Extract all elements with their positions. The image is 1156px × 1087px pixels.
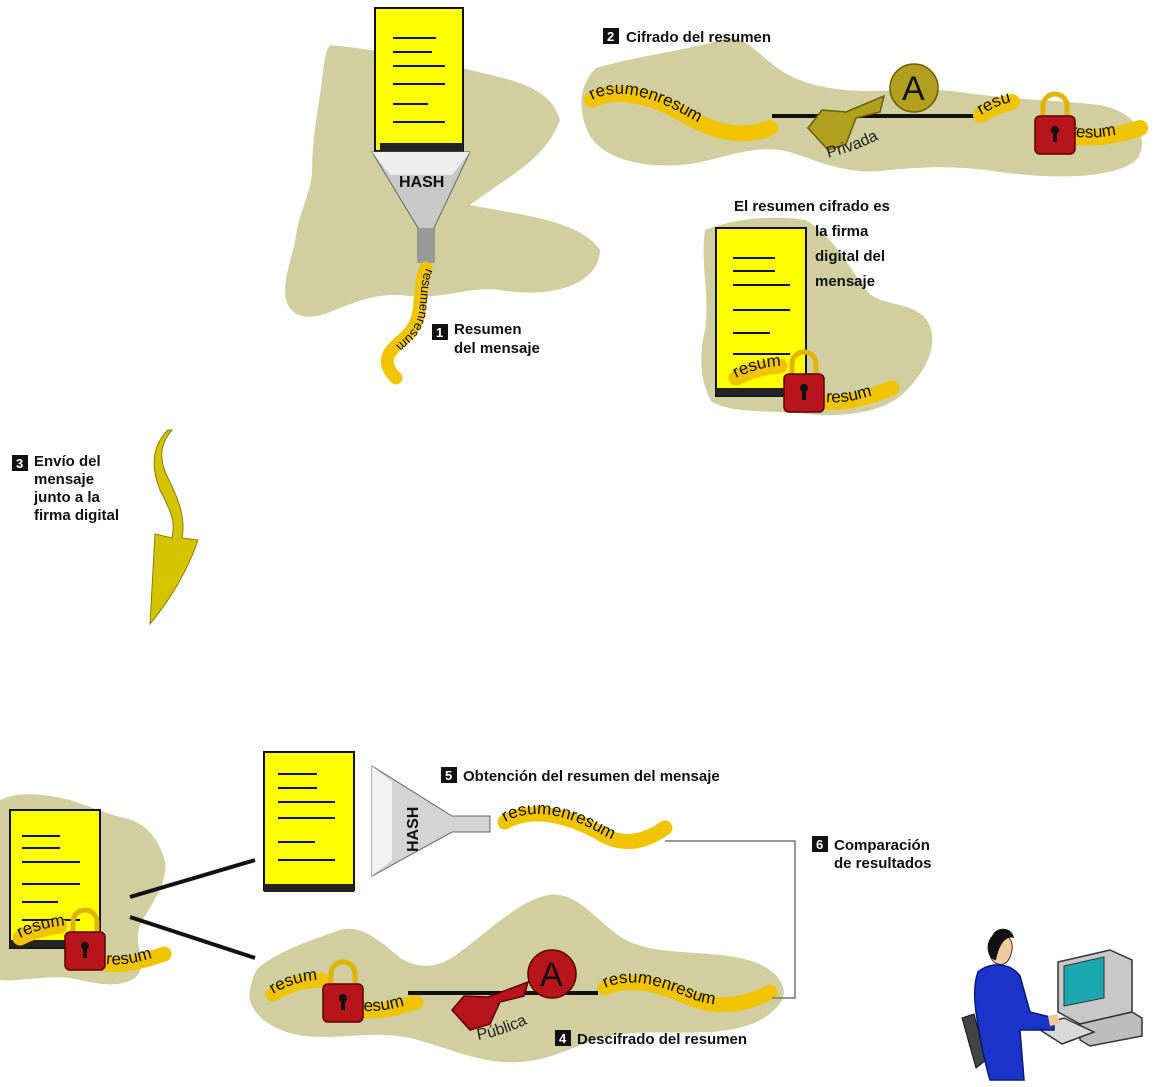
svg-text:Resumen: Resumen bbox=[454, 321, 522, 338]
key-letter: A bbox=[540, 956, 563, 994]
svg-text:junto a la: junto a la bbox=[33, 489, 100, 506]
svg-text:firma digital: firma digital bbox=[34, 507, 119, 524]
person-figure bbox=[975, 929, 1060, 1080]
svg-text:El resumen cifrado es: El resumen cifrado es bbox=[734, 198, 890, 215]
original-document bbox=[375, 8, 463, 151]
hash-label: HASH bbox=[399, 174, 444, 191]
step-5-label: 5 Obtención del resumen del mensaje bbox=[441, 767, 720, 785]
svg-text:Descifrado del resumen: Descifrado del resumen bbox=[577, 1031, 747, 1048]
svg-text:4: 4 bbox=[559, 1031, 567, 1046]
svg-text:1: 1 bbox=[436, 325, 443, 340]
svg-text:3: 3 bbox=[16, 456, 23, 471]
computed-digest-wave: resumenresum bbox=[498, 799, 665, 843]
hash-label-rotated: HASH bbox=[405, 807, 422, 852]
svg-text:la firma: la firma bbox=[815, 223, 869, 240]
svg-text:Obtención del resumen del mens: Obtención del resumen del mensaje bbox=[463, 768, 720, 785]
svg-text:mensaje: mensaje bbox=[34, 471, 94, 488]
svg-text:Comparación: Comparación bbox=[834, 837, 930, 854]
received-message-copy bbox=[264, 752, 354, 892]
person-at-computer-illustration bbox=[962, 929, 1142, 1080]
svg-text:6: 6 bbox=[816, 837, 823, 852]
key-letter: A bbox=[902, 70, 925, 108]
step-3-label: 3 Envío del mensaje junto a la firma dig… bbox=[12, 453, 119, 524]
step-4-label: 4 Descifrado del resumen bbox=[555, 1030, 747, 1048]
svg-text:Cifrado del resumen: Cifrado del resumen bbox=[626, 29, 771, 46]
svg-text:de resultados: de resultados bbox=[834, 855, 932, 872]
svg-text:resum: resum bbox=[1069, 120, 1117, 142]
svg-text:Envío del: Envío del bbox=[34, 453, 101, 470]
svg-text:del mensaje: del mensaje bbox=[454, 340, 540, 357]
step-6-label: 6 Comparación de resultados bbox=[812, 836, 932, 872]
svg-text:2: 2 bbox=[607, 29, 614, 44]
step-1-label: 1 Resumen del mensaje bbox=[432, 321, 540, 357]
step-2-label: 2 Cifrado del resumen bbox=[603, 28, 771, 46]
svg-text:digital del: digital del bbox=[815, 248, 885, 265]
send-arrow-icon bbox=[150, 430, 198, 624]
svg-text:5: 5 bbox=[445, 768, 452, 783]
svg-text:mensaje: mensaje bbox=[815, 273, 875, 290]
